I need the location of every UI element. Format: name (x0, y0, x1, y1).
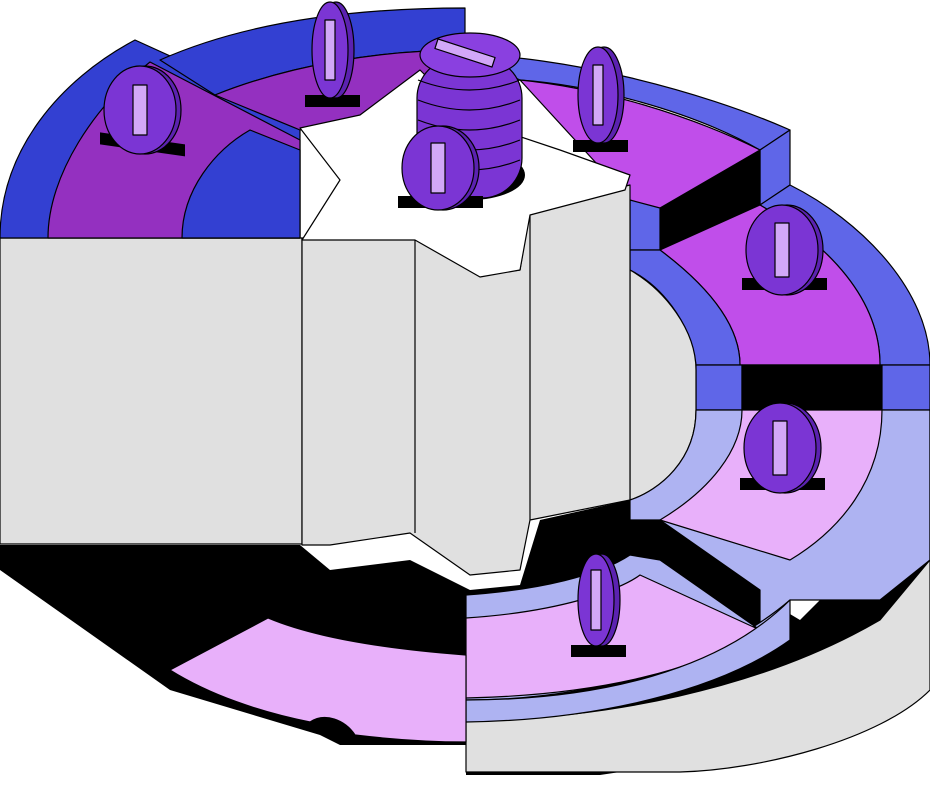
coin (571, 553, 626, 657)
left-block (0, 237, 303, 545)
coin (305, 1, 360, 107)
coin (573, 46, 628, 152)
coin (742, 204, 827, 296)
coin (740, 402, 825, 494)
coins (100, 1, 827, 657)
coin (100, 65, 185, 157)
coin (398, 125, 483, 211)
slice-detached (169, 617, 467, 743)
